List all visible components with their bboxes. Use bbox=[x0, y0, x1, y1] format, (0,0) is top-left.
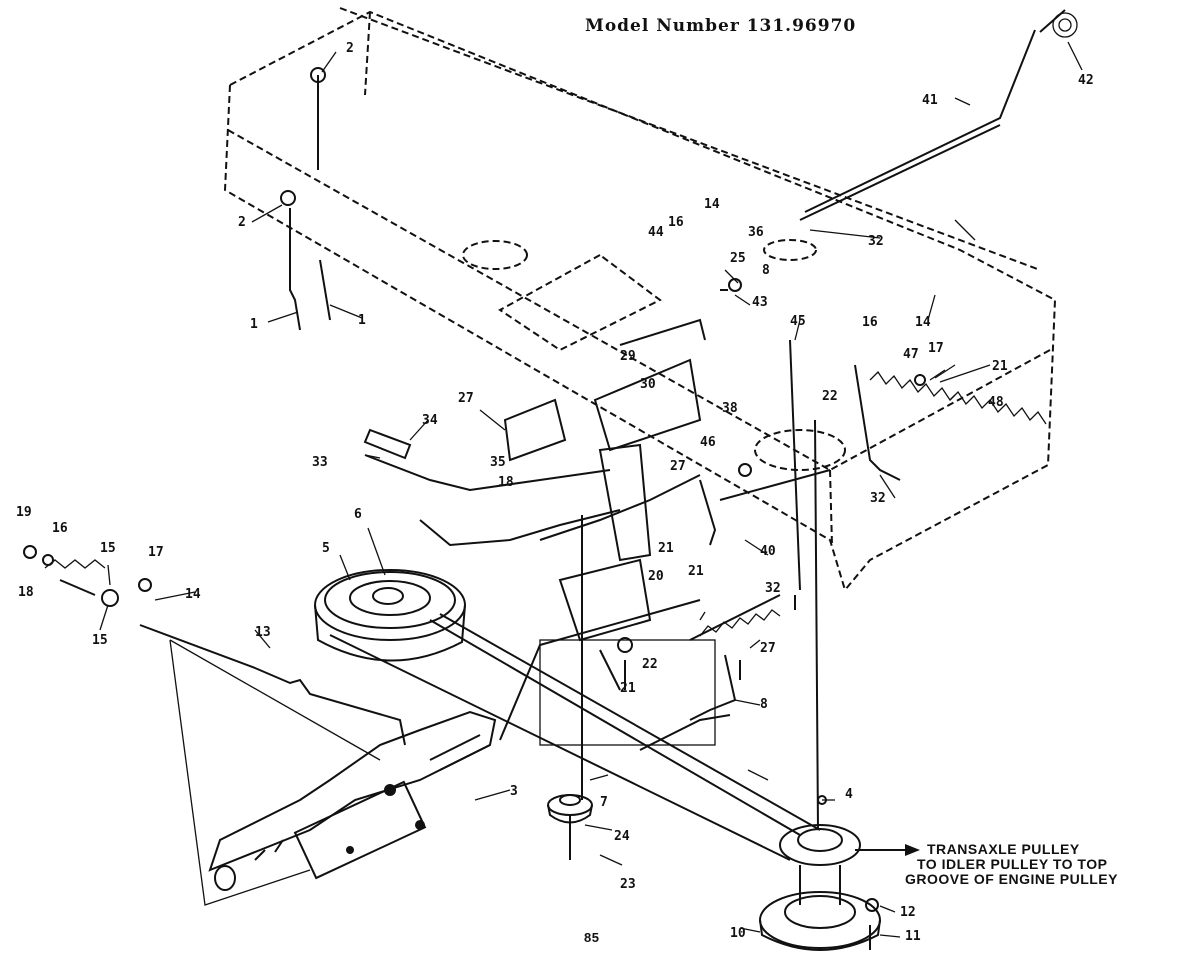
callout-44: 44 bbox=[648, 225, 664, 240]
drive-belt bbox=[329, 613, 821, 861]
transaxle-body bbox=[208, 710, 497, 891]
callout-2-mid: 2 bbox=[238, 215, 246, 230]
callout-36: 36 bbox=[748, 225, 764, 240]
callout-40: 40 bbox=[760, 544, 776, 559]
callout-15-left: 15 bbox=[100, 541, 116, 556]
callout-41: 41 bbox=[922, 93, 938, 108]
callout-15-lower: 15 bbox=[92, 633, 108, 648]
callout-17-left: 17 bbox=[148, 545, 164, 560]
callout-5: 5 bbox=[322, 541, 330, 556]
callout-27-misc: 27 bbox=[670, 459, 686, 474]
frame-outline bbox=[223, 7, 1057, 591]
callout-27-spring: 27 bbox=[760, 641, 776, 656]
callout-8-top: 8 bbox=[762, 263, 770, 278]
callout-34: 34 bbox=[422, 413, 438, 428]
callout-38: 38 bbox=[722, 401, 738, 416]
callout-17-right: 17 bbox=[928, 341, 944, 356]
leader-lines bbox=[99, 41, 1083, 938]
callout-11: 11 bbox=[905, 929, 921, 944]
callout-16-left: 16 bbox=[52, 521, 68, 536]
callout-24: 24 bbox=[614, 829, 630, 844]
callout-48: 48 bbox=[988, 395, 1004, 410]
callout-21-c: 21 bbox=[620, 681, 636, 696]
belt-note-line-3: GROOVE OF ENGINE PULLEY bbox=[905, 871, 1118, 887]
callout-2-top: 2 bbox=[346, 41, 354, 56]
callout-25: 25 bbox=[730, 251, 746, 266]
callout-21-right: 21 bbox=[992, 359, 1008, 374]
callout-21-b: 21 bbox=[688, 564, 704, 579]
callout-18-mid: 18 bbox=[498, 475, 514, 490]
model-number: Model Number 131.96970 bbox=[585, 16, 857, 36]
callout-21-a: 21 bbox=[658, 541, 674, 556]
callout-18-left: 18 bbox=[18, 585, 34, 600]
callout-43: 43 bbox=[752, 295, 768, 310]
callouts: 1 1 2 2 3 4 5 6 7 8 8 10 11 12 13 14 14 … bbox=[16, 41, 1094, 944]
lift-rod bbox=[799, 9, 1078, 221]
belt-note-line-1: TRANSAXLE PULLEY bbox=[927, 841, 1080, 857]
control-rod-13 bbox=[23, 545, 406, 906]
callout-14-right: 14 bbox=[915, 315, 931, 330]
callout-30: 30 bbox=[640, 377, 656, 392]
callout-32-top: 32 bbox=[868, 234, 884, 249]
callout-14-top: 14 bbox=[704, 197, 720, 212]
callout-32-right: 32 bbox=[870, 491, 886, 506]
belt-routing-note: TRANSAXLE PULLEY TO IDLER PULLEY TO TOP … bbox=[905, 842, 1118, 887]
callout-42: 42 bbox=[1078, 73, 1094, 88]
engine-pulley bbox=[314, 569, 466, 662]
callout-10: 10 bbox=[730, 926, 746, 941]
callout-14-left: 14 bbox=[185, 587, 201, 602]
shift-bracket-assembly bbox=[364, 318, 831, 831]
callout-45: 45 bbox=[790, 314, 806, 329]
callout-13: 13 bbox=[255, 625, 271, 640]
callout-47: 47 bbox=[903, 347, 919, 362]
callout-35: 35 bbox=[490, 455, 506, 470]
callout-1-right: 1 bbox=[358, 313, 366, 328]
callout-3: 3 bbox=[510, 784, 518, 799]
callout-27-block: 27 bbox=[458, 391, 474, 406]
callout-23: 23 bbox=[620, 877, 636, 892]
page-number: 85 bbox=[584, 930, 600, 945]
callout-1-left: 1 bbox=[250, 317, 258, 332]
idler-pulley bbox=[547, 515, 593, 860]
callout-29: 29 bbox=[620, 349, 636, 364]
callout-22-right: 22 bbox=[822, 389, 838, 404]
callout-46: 46 bbox=[700, 435, 716, 450]
hardware bbox=[280, 67, 879, 950]
block-34 bbox=[363, 428, 412, 460]
callout-33: 33 bbox=[312, 455, 328, 470]
callout-12: 12 bbox=[900, 905, 916, 920]
transaxle-pulley bbox=[759, 824, 881, 951]
callout-8-bracket: 8 bbox=[760, 697, 768, 712]
callout-16-right: 16 bbox=[862, 315, 878, 330]
belt-note-arrow bbox=[855, 844, 920, 856]
callout-16-top: 16 bbox=[668, 215, 684, 230]
callout-7: 7 bbox=[600, 795, 608, 810]
callout-32-lower: 32 bbox=[765, 581, 781, 596]
callout-6: 6 bbox=[354, 507, 362, 522]
callout-19: 19 bbox=[16, 505, 32, 520]
belt-note-line-2: TO IDLER PULLEY TO TOP bbox=[917, 856, 1108, 872]
callout-4: 4 bbox=[845, 787, 853, 802]
right-spring bbox=[854, 364, 1047, 481]
callout-22: 22 bbox=[642, 657, 658, 672]
callout-20: 20 bbox=[648, 569, 664, 584]
